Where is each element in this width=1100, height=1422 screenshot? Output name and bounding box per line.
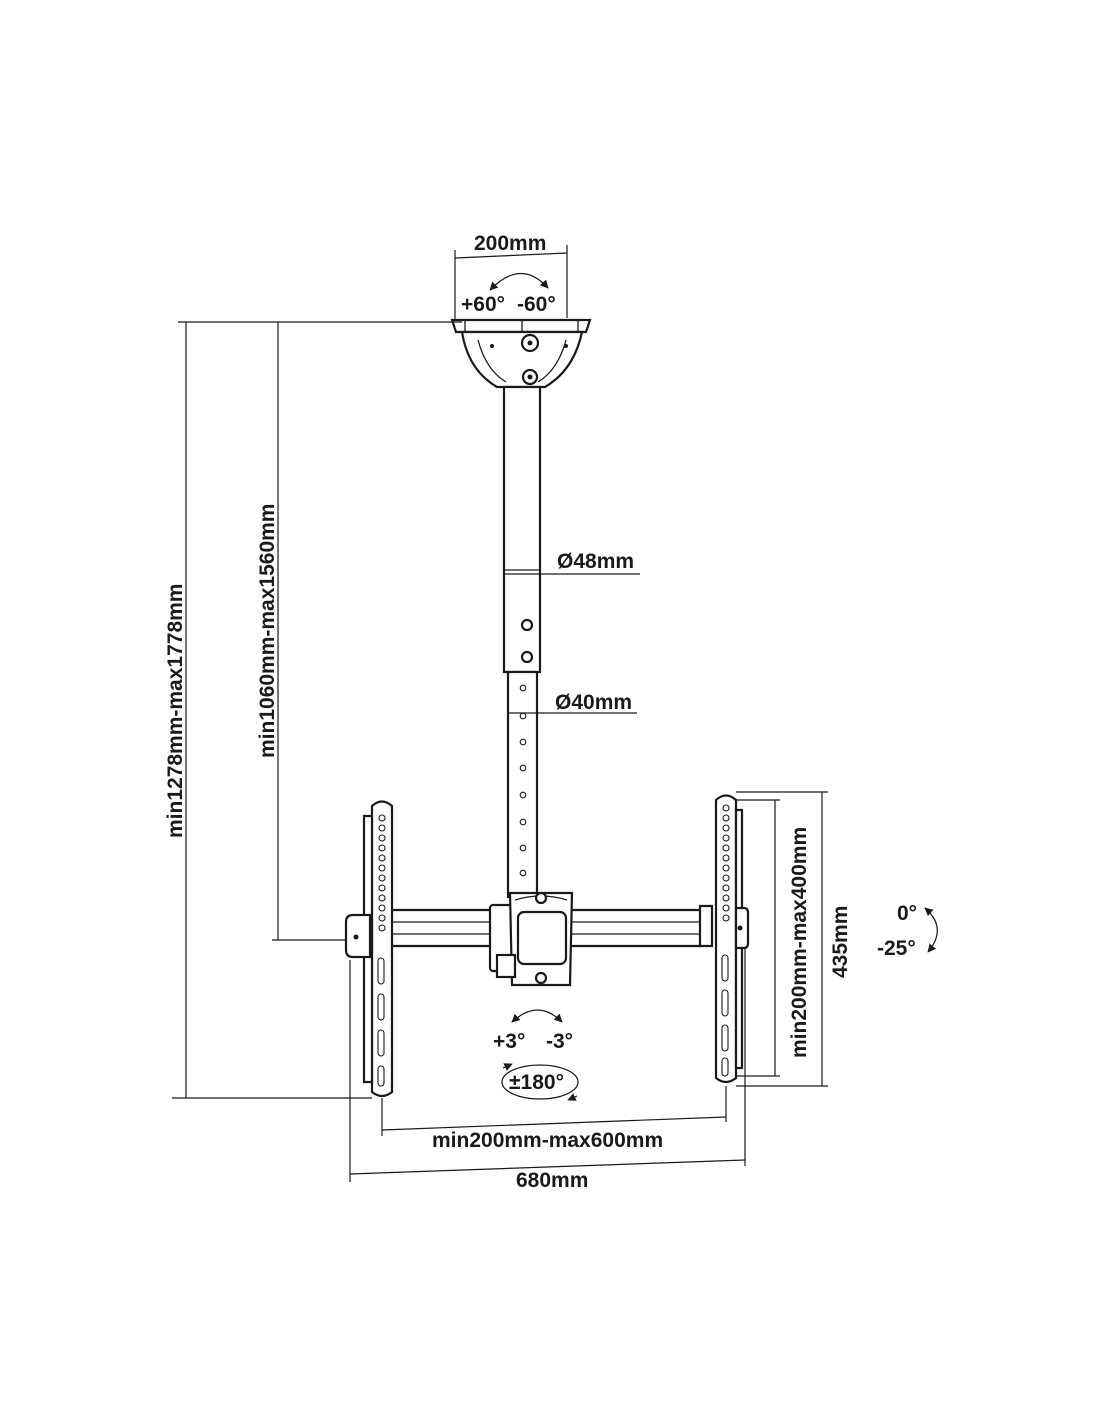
tilt-indicator: 0° -25°: [877, 902, 938, 960]
bracket-height-dimension: min200mm-max400mm: [736, 799, 811, 1077]
pole-height-dimension: min1060mm-max1560mm: [256, 322, 346, 941]
top-plate-width-label: 200mm: [474, 232, 546, 255]
tilt-down-label: -25°: [877, 937, 916, 960]
inner-tube-diameter-dimension: Ø40mm: [508, 691, 637, 714]
outer-tube-diameter-label: Ø48mm: [557, 550, 634, 573]
left-bracket-holes: [378, 814, 386, 932]
swivel-indicator: +3° -3°: [493, 1009, 573, 1053]
total-height-label: min1278mm-max1778mm: [164, 584, 187, 838]
inner-tube-diameter-label: Ø40mm: [555, 691, 632, 714]
rail-length-dimension: 435mm: [736, 791, 852, 1087]
top-tilt-arc: +60° -60°: [461, 272, 556, 316]
vesa-width-dimension: min200mm-max600mm: [381, 1086, 727, 1152]
bracket-height-label: min200mm-max400mm: [788, 827, 811, 1058]
left-bracket: [344, 800, 394, 1098]
rotation-label: ±180°: [509, 1071, 564, 1094]
ceiling-plate: [450, 318, 592, 389]
top-tilt-plus-label: +60°: [461, 293, 505, 316]
right-bracket-holes: [722, 804, 730, 922]
overall-width-dimension: 680mm: [349, 948, 746, 1192]
inner-pole: [506, 670, 539, 899]
right-bracket: [698, 794, 750, 1084]
top-tilt-minus-label: -60°: [517, 293, 556, 316]
total-height-dimension: min1278mm-max1778mm: [164, 321, 462, 1099]
top-plate-width-dimension: 200mm: [454, 232, 568, 322]
center-clamp: [488, 891, 574, 987]
outer-tube-diameter-dimension: Ø48mm: [504, 550, 640, 575]
vesa-width-label: min200mm-max600mm: [432, 1129, 663, 1152]
rotation-indicator: ±180°: [501, 1063, 579, 1101]
swivel-minus-label: -3°: [546, 1030, 573, 1053]
tilt-zero-label: 0°: [897, 902, 917, 925]
overall-width-label: 680mm: [516, 1169, 588, 1192]
swivel-plus-label: +3°: [493, 1030, 525, 1053]
outer-pole: [502, 385, 542, 674]
pole-height-label: min1060mm-max1560mm: [256, 504, 279, 758]
rail-length-label: 435mm: [829, 906, 852, 978]
